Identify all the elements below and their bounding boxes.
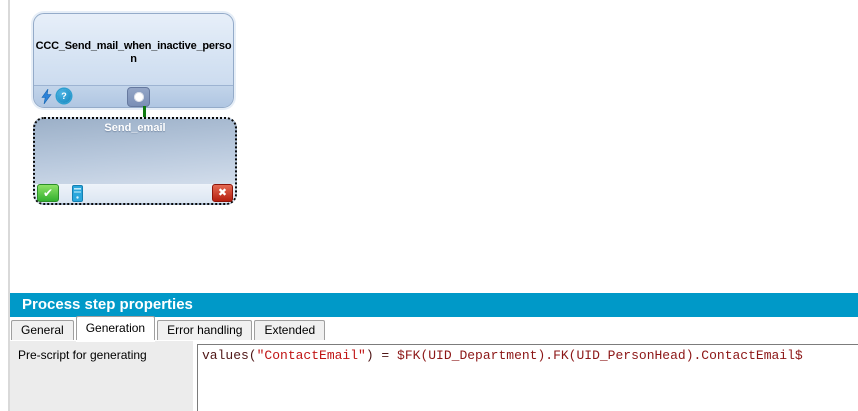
port-dot-icon [133,92,144,102]
tab-bar: General Generation Error handling Extend… [10,316,858,340]
step-node-footer [35,184,235,203]
code-segment: $FK(UID_Department).FK(UID_PersonHead).C… [397,348,803,363]
error-x-icon: ✖ [212,184,233,202]
code-segment: "ContactEmail" [256,348,366,363]
tab-extended[interactable]: Extended [254,320,326,340]
success-check-icon: ✔ [37,184,59,202]
process-designer-canvas[interactable]: CCC_Send_mail_when_inactive_perso n ? Se… [10,0,858,293]
process-step-properties-panel: Process step properties General Generati… [10,293,858,411]
output-port[interactable] [127,87,150,107]
property-label: Pre-script for generating [10,341,193,411]
tab-general[interactable]: General [11,320,74,340]
tab-error-handling[interactable]: Error handling [157,320,253,340]
server-icon [72,185,83,202]
panel-splitter[interactable] [8,0,10,411]
column-gap [193,341,197,411]
step-node-selected[interactable]: Send_email ✔ ✖ [33,117,237,205]
code-segment: values( [202,348,257,363]
step-node-title: Send_email [104,122,166,134]
process-node-title: CCC_Send_mail_when_inactive_perso n [35,40,232,65]
code-segment: ) = [365,348,398,363]
pre-script-editor[interactable]: values("ContactEmail") = $FK(UID_Departm… [197,344,858,411]
panel-title: Process step properties [10,293,858,317]
code-line[interactable]: values("ContactEmail") = $FK(UID_Departm… [202,348,858,363]
lightning-icon [41,88,52,105]
gear-question-icon: ? [57,89,71,103]
tab-content-generation: Pre-script for generating values("Contac… [10,341,858,411]
tab-generation[interactable]: Generation [75,316,156,340]
connection-line[interactable] [143,106,146,118]
process-node[interactable]: CCC_Send_mail_when_inactive_perso n ? [33,13,234,108]
